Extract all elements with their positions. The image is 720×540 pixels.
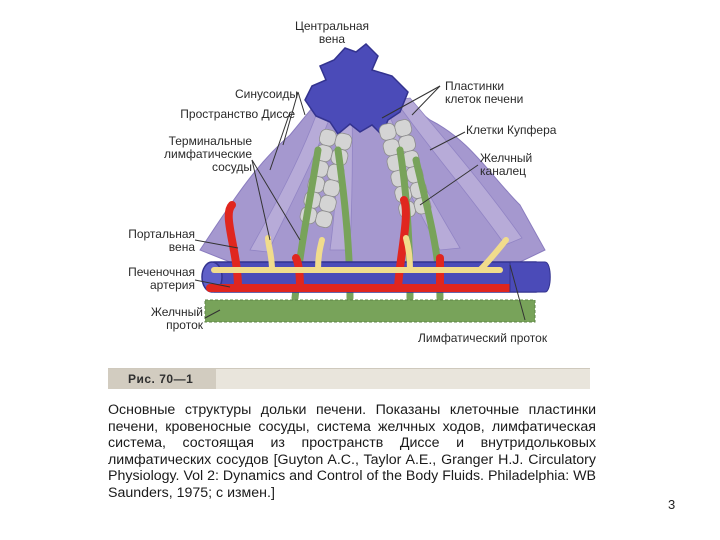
label-hepatic-artery: Печеночная артерия: [128, 265, 195, 292]
label-central-vein: Центральная вена: [294, 19, 370, 46]
lymph-duct-vessel: [509, 261, 551, 293]
label-terminal-lymph: Терминальные лимфатические сосуды: [164, 134, 252, 174]
page-number: 3: [668, 497, 676, 512]
label-kupffer-cells: Клетки Купфера: [466, 123, 557, 137]
liver-lobule-diagram: [194, 42, 551, 323]
figure-tag-bar: Рис. 70—1: [108, 368, 590, 389]
label-bile-duct: Желчный проток: [150, 305, 203, 332]
bile-ductules: [211, 235, 509, 273]
central-vein: [304, 42, 409, 137]
label-bile-canaliculus: Желчный каналец: [480, 151, 533, 178]
label-sinusoids: Синусоиды: [235, 87, 298, 101]
label-lymph-duct: Лимфатический проток: [418, 331, 548, 345]
label-disse-space: Пространство Диссе: [180, 107, 295, 121]
label-hepatocyte-plates: Пластинки клеток печени: [445, 79, 524, 106]
pointer-lines: [194, 85, 526, 321]
figure-tag: Рис. 70—1: [108, 369, 216, 389]
label-portal-vein: Портальная вена: [128, 227, 195, 254]
bile-duct: [204, 299, 536, 323]
figure-caption: Основные структуры дольки печени. Показа…: [108, 402, 596, 501]
